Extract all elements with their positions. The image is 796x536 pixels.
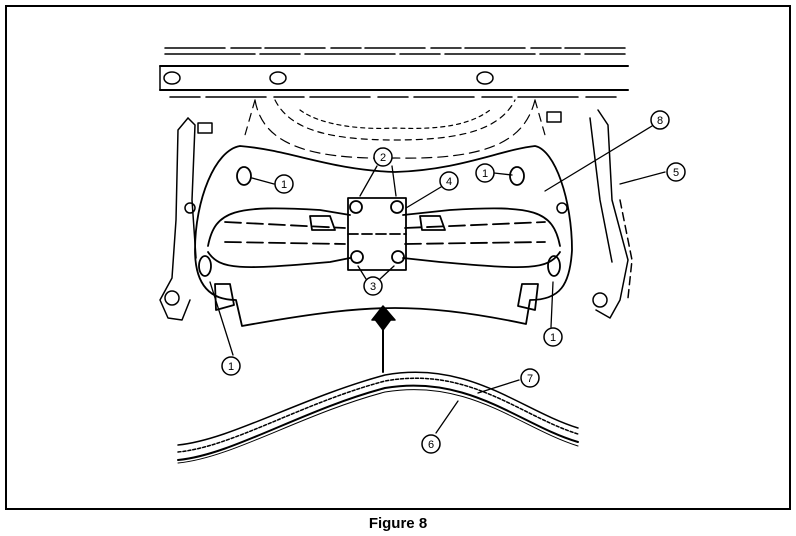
svg-text:7: 7 bbox=[527, 373, 533, 385]
callouts: 1 1 1 1 2 3 4 5 6 7 8 bbox=[222, 111, 685, 453]
callout-1-right-top: 1 bbox=[476, 164, 494, 182]
right-stud bbox=[547, 112, 561, 122]
callout-1-left-bottom: 1 bbox=[222, 357, 240, 375]
left-top-hole bbox=[237, 167, 251, 185]
housing-background bbox=[245, 100, 545, 158]
center-clamp-plate bbox=[348, 198, 406, 270]
figure-caption: Figure 8 bbox=[0, 515, 796, 532]
direction-arrow bbox=[372, 306, 395, 372]
callout-4: 4 bbox=[440, 172, 458, 190]
clamp-bolt-top-right bbox=[391, 201, 403, 213]
spring-cross-section bbox=[178, 372, 578, 463]
callout-5: 5 bbox=[667, 163, 685, 181]
saddle-bracket bbox=[195, 146, 572, 326]
rail-bolt-head bbox=[270, 72, 286, 84]
svg-text:5: 5 bbox=[673, 167, 679, 179]
clamp-bolt-bottom-right bbox=[392, 251, 404, 263]
left-lower-nut bbox=[165, 291, 179, 305]
frame-rail bbox=[160, 48, 628, 97]
svg-text:3: 3 bbox=[370, 281, 376, 293]
right-nut bbox=[557, 203, 567, 213]
callout-1-right-bottom: 1 bbox=[544, 328, 562, 346]
left-side-support bbox=[160, 118, 212, 320]
svg-text:6: 6 bbox=[428, 439, 434, 451]
right-lower-nut bbox=[593, 293, 607, 307]
svg-text:1: 1 bbox=[550, 332, 556, 344]
left-stud bbox=[198, 123, 212, 133]
rail-bolt-head bbox=[164, 72, 180, 84]
svg-text:1: 1 bbox=[281, 179, 287, 191]
rail-bolt-head bbox=[477, 72, 493, 84]
callout-1-left-top: 1 bbox=[275, 175, 293, 193]
svg-text:4: 4 bbox=[446, 176, 452, 188]
callout-2: 2 bbox=[374, 148, 392, 166]
right-top-hole bbox=[510, 167, 524, 185]
svg-text:2: 2 bbox=[380, 152, 386, 164]
clamp-bolt-top-left bbox=[350, 201, 362, 213]
svg-text:1: 1 bbox=[482, 168, 488, 180]
left-side-hole bbox=[199, 256, 211, 276]
right-side-support bbox=[547, 110, 632, 318]
svg-text:1: 1 bbox=[228, 361, 234, 373]
callout-6: 6 bbox=[422, 435, 440, 453]
left-nut bbox=[185, 203, 195, 213]
svg-text:8: 8 bbox=[657, 115, 663, 127]
callout-7: 7 bbox=[521, 369, 539, 387]
clamp-bolt-bottom-left bbox=[351, 251, 363, 263]
callout-8: 8 bbox=[651, 111, 669, 129]
callout-3: 3 bbox=[364, 277, 382, 295]
